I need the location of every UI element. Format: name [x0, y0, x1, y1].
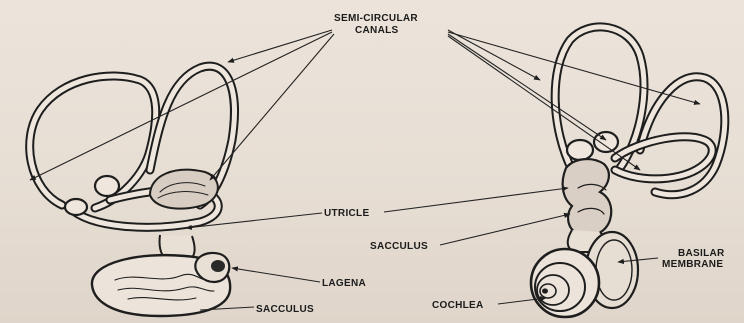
pointer-canal-left-3 — [210, 34, 334, 180]
left-anterior-canal — [30, 76, 156, 208]
left-utricle — [150, 170, 218, 209]
left-labyrinth — [30, 66, 235, 316]
left-lagena — [195, 253, 229, 282]
right-labyrinth — [531, 27, 725, 317]
right-cochlea — [531, 249, 599, 317]
pointer-canal-right-2 — [448, 32, 700, 104]
pointer-sacculus-right — [440, 214, 570, 245]
label-basilar-line2: MEMBRANE — [662, 259, 723, 270]
label-sacculus-left: SACCULUS — [256, 304, 314, 315]
label-semicircular-line1: SEMI-CIRCULAR — [334, 13, 418, 24]
left-ampulla-2 — [95, 176, 119, 196]
label-lagena: LAGENA — [322, 278, 366, 289]
label-utricle: UTRICLE — [324, 208, 369, 219]
right-vestibule — [563, 159, 612, 236]
label-basilar-line1: BASILAR — [678, 248, 725, 259]
left-ampulla-1 — [65, 199, 87, 215]
pointer-utricle-right — [384, 188, 568, 212]
pointer-canal-right-3 — [448, 34, 606, 140]
pointer-canal-right-4 — [448, 36, 640, 170]
pointer-lagena — [232, 268, 320, 282]
label-semicircular-line2: CANALS — [355, 25, 398, 36]
label-cochlea: COCHLEA — [432, 300, 484, 311]
right-ampulla-1 — [567, 140, 593, 160]
label-sacculus-right: SACCULUS — [370, 241, 428, 252]
pointer-canal-right-1 — [448, 30, 540, 80]
pointer-canal-left-2 — [30, 32, 332, 180]
